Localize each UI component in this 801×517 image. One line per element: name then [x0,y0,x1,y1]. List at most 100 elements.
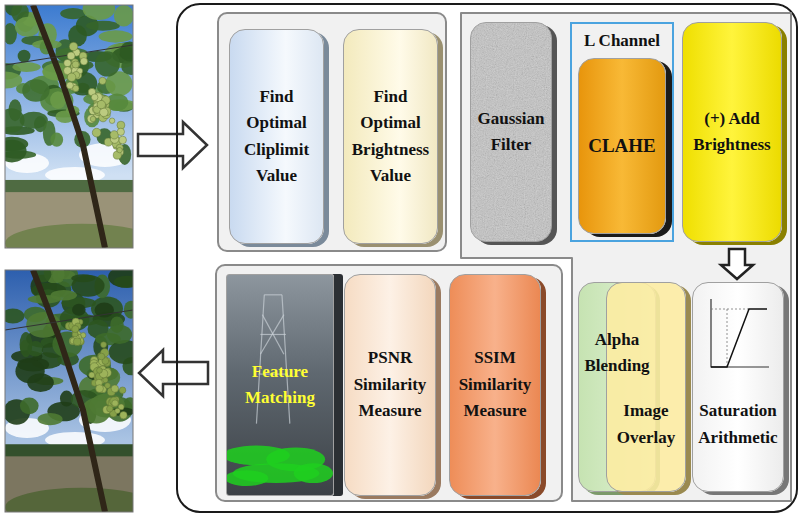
leaf [5,72,22,89]
process-card: (+) Add Brightness [682,22,782,242]
step-label: Saturation Arithmetic [697,398,779,451]
input-photo [0,0,159,263]
match-marks [227,470,268,486]
saturation-curve [711,309,767,367]
grape [109,118,114,123]
grape [92,128,101,137]
wire [5,310,133,330]
grape [119,136,127,144]
grape [117,128,124,135]
grape [101,342,107,348]
step-label: PSNR Similarity Measure [349,345,431,424]
step-label: Feature Matching [231,359,329,412]
photo-border [5,270,133,512]
grape [91,94,98,101]
step-label: Gaussian Filter [475,106,547,159]
match-marks [294,463,333,483]
grape [87,115,95,123]
grape [111,385,118,392]
grape [67,73,75,81]
leaf [72,275,105,297]
step-label: CLAHE [583,131,661,160]
saturation-chart [703,295,773,375]
process-card: Feature Matching [226,274,334,496]
grape [72,326,79,333]
channel-box: CLAHE L Channel [570,22,674,242]
leaf [107,325,132,344]
process-card: Image Overlay [606,282,686,492]
leaf [22,79,49,101]
leaf [5,308,24,323]
grape [98,353,105,360]
leaf [51,290,77,301]
evaluation-group: Feature Matching PSNR Similarity Measure S… [215,264,563,502]
input-arrow [138,122,207,168]
channel-label: L Channel [572,28,672,54]
process-card: CLAHE [578,58,666,234]
sky [5,270,133,512]
parameter-group: Find Optimal Cliplimit Value Find Optimal… [217,12,447,252]
pipeline-frame: Find Optimal Cliplimit Value Find Optimal… [176,3,798,513]
leaf [50,133,63,147]
grape [64,59,71,66]
sky [5,5,133,248]
chart-axes [711,299,769,367]
leaf [18,50,31,63]
leaf [20,397,39,414]
tower-line [260,315,284,355]
process-card: Saturation Arithmetic [692,282,784,492]
leaf [15,359,44,383]
grape [69,42,77,50]
leaf [8,99,21,121]
leaf [12,62,40,72]
leaf [86,21,120,31]
process-card: Gaussian Filter [470,22,552,242]
leaf [108,270,133,288]
grape [103,377,108,382]
leaf [95,51,120,76]
leaf [38,413,63,425]
leaf [114,5,133,26]
grape [97,368,103,374]
step-label: Image Overlay [611,398,681,451]
grape [100,108,108,116]
process-card: PSNR Similarity Measure [344,274,436,496]
leaf [52,270,64,283]
process-card: Find Optimal Brightness Value [343,29,438,244]
grape [96,385,104,393]
vine-trunk [33,270,105,512]
grape [115,408,120,413]
output-photo [1,262,158,517]
leaf [120,42,133,62]
process-card: Find Optimal Cliplimit Value [229,29,324,244]
leaf [83,5,116,20]
grape [105,383,111,389]
leaf [20,112,48,129]
leaf [72,304,86,316]
grape [89,372,95,378]
photo-border [5,5,133,248]
leaf [5,140,27,163]
grape [117,147,122,152]
step-label: (+) Add Brightness [687,106,777,159]
grape [99,77,106,84]
noise-texture [471,23,551,241]
leaf [20,332,33,357]
leaf [114,276,133,288]
step-label: SSIM Similarity Measure [454,345,536,424]
grape [80,58,87,65]
grape [90,116,96,122]
grape [66,82,73,89]
matching-picture [227,275,333,495]
step-label: Find Optimal Cliplimit Value [234,84,319,189]
grape [112,400,119,407]
process-card: SSIM Similarity Measure [449,274,541,496]
grape [119,387,126,394]
step-label: Find Optimal Brightness Value [348,84,433,189]
step-label: Alpha Blending [583,327,651,380]
grass [5,224,133,248]
leaf [99,30,133,42]
leaf [84,106,100,127]
tower-line [264,294,282,295]
